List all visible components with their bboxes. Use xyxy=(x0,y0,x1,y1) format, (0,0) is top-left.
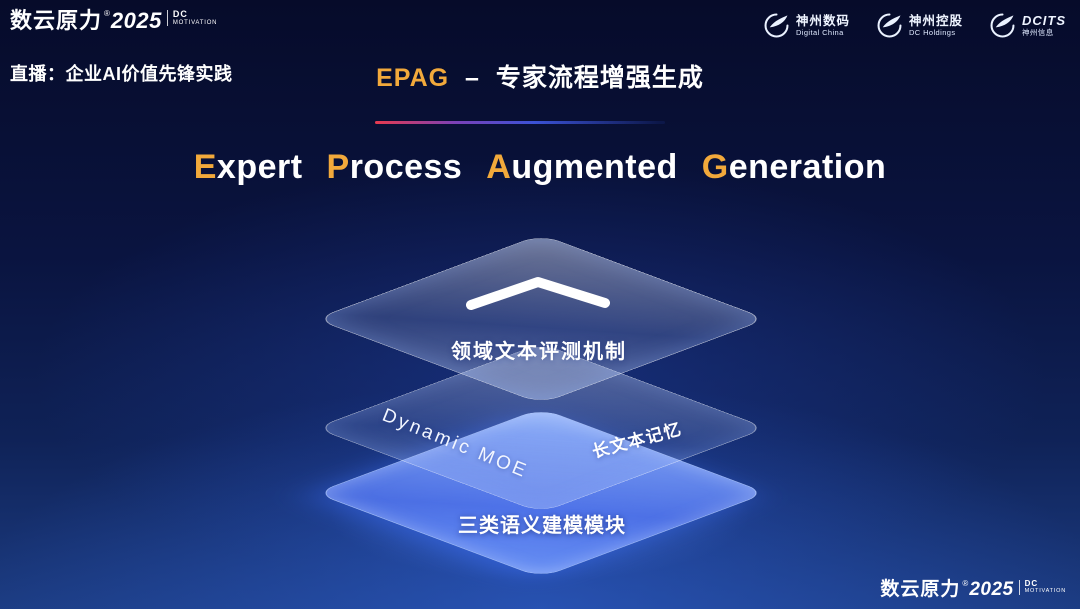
headline-rest: ugmented xyxy=(511,148,678,186)
partner-text: 神州数码 Digital China xyxy=(795,13,850,37)
registered-mark: ® xyxy=(962,579,969,588)
title-separator: – xyxy=(465,64,480,92)
brand-tagline: DC MOTIVATION xyxy=(166,9,218,26)
headline-initial: E xyxy=(193,148,217,186)
partner-name: 神州数码 xyxy=(795,13,850,28)
headline-rest: xpert xyxy=(216,148,303,186)
headline-word: Expert xyxy=(194,148,303,187)
partner-name: 神州控股 xyxy=(908,13,963,28)
top-layer-label: 领域文本评测机制 xyxy=(451,341,627,363)
partner-text: 神州控股 DC Holdings xyxy=(908,13,963,37)
headline-word: Augmented xyxy=(486,148,678,187)
partner-text: DCITS 神州信息 xyxy=(1022,14,1066,37)
partner-logos: 神州数码 Digital China 神州控股 DC Holdings DCIT… xyxy=(763,12,1066,39)
headline-initial: P xyxy=(326,148,350,186)
brand-tagline-line1: DC xyxy=(172,9,188,19)
main-headline: Expert Process Augmented Generation xyxy=(0,148,1080,187)
headline-initial: A xyxy=(486,148,512,186)
live-stream-label: 直播：企业AI价值先锋实践 xyxy=(10,64,233,84)
brand-tagline: DC MOTIVATION xyxy=(1018,579,1066,595)
headline-rest: eneration xyxy=(728,148,887,186)
gradient-divider xyxy=(375,121,665,124)
partner-swoosh-icon xyxy=(764,13,789,38)
brand-year: 2025 xyxy=(110,8,162,33)
title-chinese: 专家流程增强生成 xyxy=(495,64,704,92)
partner-name: DCITS xyxy=(1022,13,1066,29)
partner-dcits: DCITS 神州信息 xyxy=(989,12,1066,39)
bottom-layer-label: 三类语义建模模块 xyxy=(458,515,626,537)
partner-digital-china: 神州数码 Digital China xyxy=(763,12,850,39)
headline-word: Generation xyxy=(702,148,887,187)
page-title: EPAG – 专家流程增强生成 xyxy=(0,58,1080,94)
headline-rest: rocess xyxy=(349,148,463,186)
partner-subtitle: Digital China xyxy=(795,28,844,37)
title-acronym: EPAG xyxy=(376,64,450,92)
partner-swoosh-icon xyxy=(877,13,902,38)
brand-tagline-line2: MOTIVATION xyxy=(172,20,218,26)
headline-word: Process xyxy=(327,148,463,187)
registered-mark: ® xyxy=(104,9,110,18)
partner-subtitle: DC Holdings xyxy=(908,28,956,37)
headline-initial: G xyxy=(701,148,729,186)
brand-tagline-line2: MOTIVATION xyxy=(1024,588,1066,594)
brand-name: 数云原力 xyxy=(880,579,961,600)
brand-tagline-line1: DC xyxy=(1024,579,1039,588)
brand-year: 2025 xyxy=(969,579,1014,600)
brand-logo-bottom-right: 数云原力 ® 2025 DC MOTIVATION xyxy=(880,579,1066,600)
chevron-up-icon xyxy=(466,277,610,310)
brand-logo-top-left: 数云原力 ® 2025 DC MOTIVATION xyxy=(10,10,217,32)
partner-swoosh-icon xyxy=(990,13,1015,38)
brand-name: 数云原力 xyxy=(10,8,103,33)
partner-dc-holdings: 神州控股 DC Holdings xyxy=(876,12,963,39)
partner-subtitle: 神州信息 xyxy=(1022,28,1054,38)
top-layer-plate xyxy=(314,234,768,404)
